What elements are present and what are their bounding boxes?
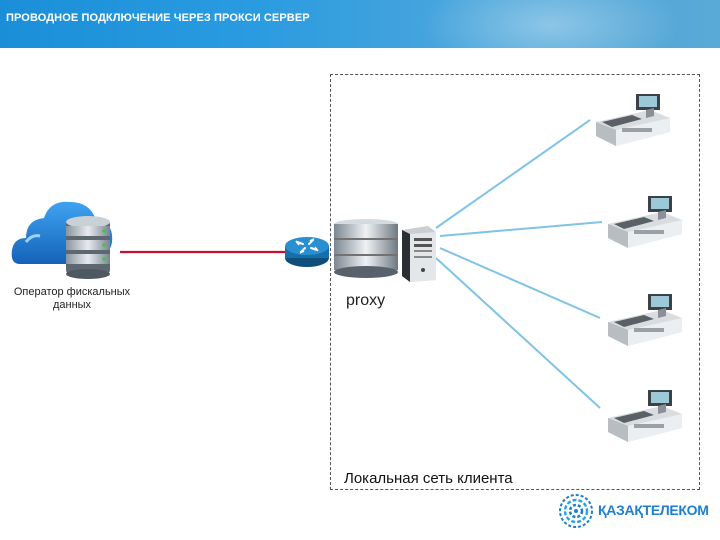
lan-link-2 [439, 221, 603, 237]
cash-register-icon [596, 94, 670, 146]
cash-register-icon [608, 390, 682, 442]
pc-tower-icon [402, 226, 436, 282]
lan-label: Локальная сеть клиента [344, 470, 513, 487]
cash-register-icon [608, 294, 682, 346]
cloud-database-icon [11, 201, 113, 279]
proxy-label: proxy [346, 292, 386, 309]
kazakhtelecom-logo [559, 494, 593, 528]
logo-text: ҚАЗАҚТЕЛЕКОМ [598, 502, 709, 518]
cash-register-icon [608, 196, 682, 248]
operator-label: Оператор фискальных данных [13, 286, 131, 311]
header-glow [420, 0, 680, 48]
router-icon [285, 237, 329, 267]
lan-link-3 [439, 247, 601, 319]
header-bar: ПРОВОДНОЕ ПОДКЛЮЧЕНИЕ ЧЕРЕЗ ПРОКСИ СЕРВЕ… [0, 0, 720, 48]
page-title: ПРОВОДНОЕ ПОДКЛЮЧЕНИЕ ЧЕРЕЗ ПРОКСИ СЕРВЕ… [6, 12, 310, 24]
lan-link-1 [435, 119, 591, 229]
server-stack-icon [334, 219, 398, 278]
lan-boundary [330, 74, 700, 490]
lan-link-4 [435, 257, 601, 409]
